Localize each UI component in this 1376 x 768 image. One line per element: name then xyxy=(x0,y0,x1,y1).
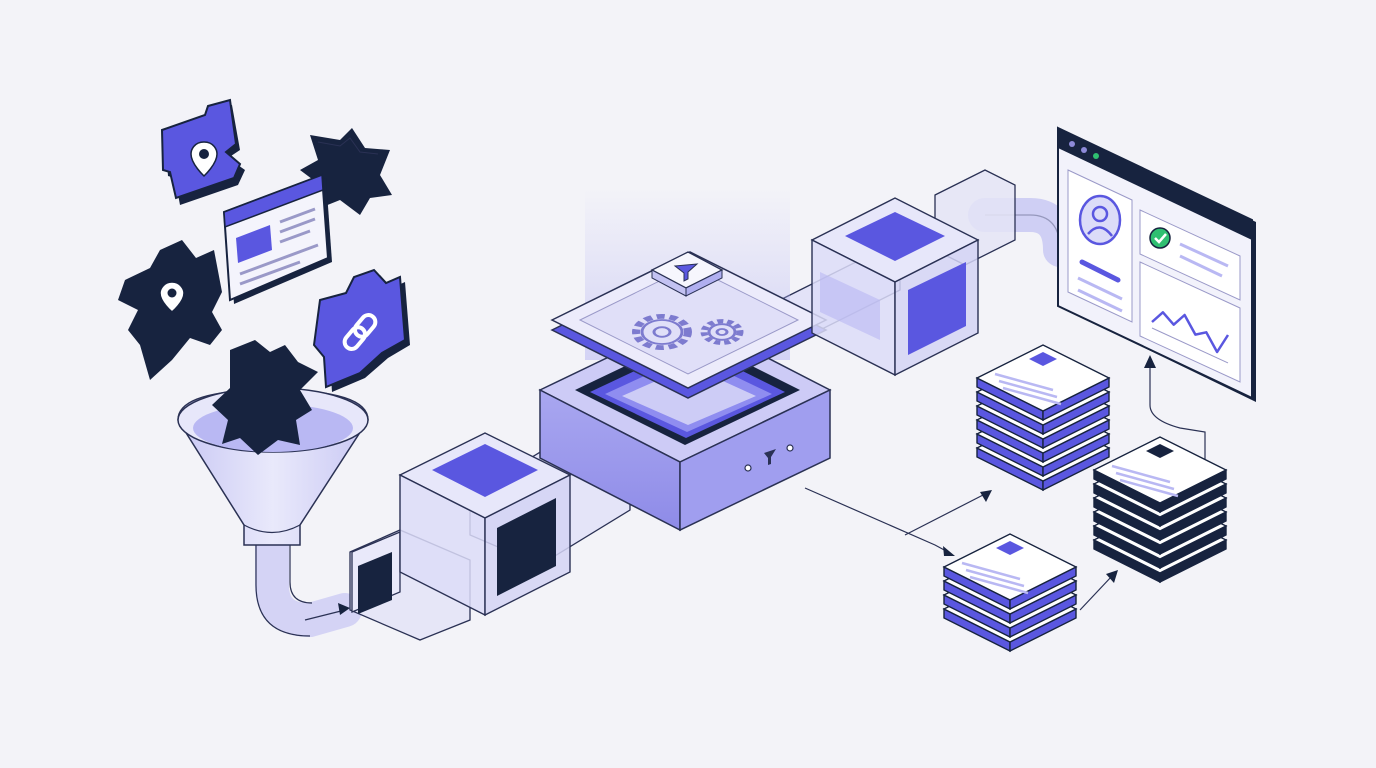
user-avatar-icon xyxy=(1078,194,1122,246)
line-chart-icon xyxy=(1151,311,1230,364)
chart-line xyxy=(1151,311,1230,354)
location-pin-icon xyxy=(159,281,185,313)
input-sources xyxy=(118,98,410,455)
chain-link-icon xyxy=(342,313,378,351)
chart-card xyxy=(1139,261,1241,383)
location-pin-tile xyxy=(160,98,245,205)
status-dot xyxy=(744,464,752,472)
upper-glass-cube xyxy=(810,197,980,377)
document-stack-top xyxy=(975,344,1111,492)
profile-card xyxy=(1067,169,1133,323)
window-dot xyxy=(1069,141,1075,147)
pin-puzzle-tile xyxy=(118,240,222,380)
document-stack-bottom xyxy=(942,533,1078,653)
lower-glass-cube xyxy=(349,432,572,641)
stack-layer xyxy=(975,344,1111,422)
document-card xyxy=(1111,444,1179,498)
checkmark-icon xyxy=(1149,227,1171,249)
document-card xyxy=(994,352,1062,406)
browser-window-icon xyxy=(236,207,319,286)
central-processor xyxy=(538,190,832,532)
arrow-heads xyxy=(943,355,1156,583)
stack-layer xyxy=(942,533,1078,611)
dashboard-window xyxy=(1057,126,1256,402)
document-stack-navy xyxy=(1092,436,1228,584)
window-dot xyxy=(1081,147,1087,153)
location-pin-icon xyxy=(190,141,218,178)
funnel-outflow-pipe xyxy=(255,523,362,638)
browser-window-tile xyxy=(222,173,332,304)
stack-layer xyxy=(1092,436,1228,514)
status-card xyxy=(1139,209,1241,301)
filter-icon xyxy=(764,449,776,465)
filter-icon xyxy=(673,263,699,282)
window-dot xyxy=(1093,153,1099,159)
puzzle-piece-icon xyxy=(212,340,318,455)
chart-axis xyxy=(1151,327,1229,364)
gear-icon xyxy=(700,319,744,345)
chain-link-tile xyxy=(312,268,410,392)
document-card xyxy=(961,541,1029,595)
filter-button xyxy=(650,251,724,297)
gear-icon xyxy=(632,313,692,351)
